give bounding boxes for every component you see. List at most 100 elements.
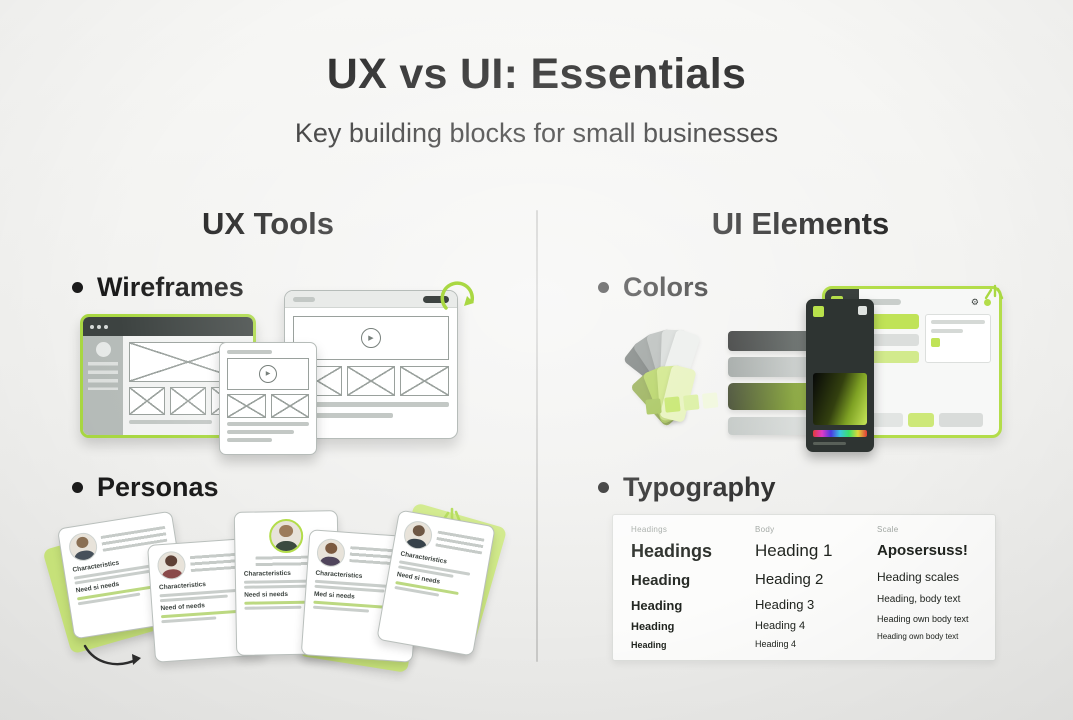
color-picker-panel <box>806 299 874 452</box>
bullet-wireframes: Wireframes <box>72 272 244 303</box>
type-sample: Heading <box>631 572 691 589</box>
image-placeholder <box>170 387 206 415</box>
wireframe-content: ▶ <box>285 308 457 426</box>
column-divider <box>536 210 538 662</box>
hue-strip <box>813 430 867 437</box>
bullet-colors-label: Colors <box>623 272 709 302</box>
mockup-card <box>925 314 991 363</box>
type-sample: Heading 4 <box>755 620 806 632</box>
image-placeholder <box>227 394 266 418</box>
bullet-typography-label: Typography <box>623 472 776 502</box>
gray-block <box>867 334 919 346</box>
column-label: Headings <box>631 525 668 534</box>
type-sample: Heading <box>631 621 675 633</box>
bullet-dot <box>598 482 609 493</box>
type-sample: Heading 2 <box>755 571 824 588</box>
placeholder-line <box>129 420 212 424</box>
placeholder-row <box>227 394 309 418</box>
placeholder-lines <box>88 362 118 390</box>
placeholder-line <box>293 296 315 302</box>
placeholder-line <box>227 422 309 426</box>
type-sample: Heading 4 <box>755 639 797 649</box>
type-sample: Heading 1 <box>755 541 833 560</box>
gradient-bar-light <box>728 417 822 435</box>
wireframe-card-mobile: ▶ <box>219 342 317 455</box>
ui-elements-heading: UI Elements <box>711 206 890 241</box>
persona-avatar <box>401 518 435 552</box>
accent-block <box>867 351 919 363</box>
image-placeholder <box>129 387 165 415</box>
video-placeholder: ▶ <box>227 358 309 390</box>
accent-dot <box>984 298 991 306</box>
type-sample: Heading own body text <box>877 614 969 624</box>
placeholder-line <box>931 329 964 333</box>
typography-column-body: Body Heading 1 Heading 2 Heading 3 Headi… <box>755 525 833 649</box>
type-sample: Heading scales <box>877 570 960 584</box>
persona-avatar <box>67 530 100 563</box>
persona-avatar <box>156 550 187 581</box>
play-icon: ▶ <box>259 365 277 383</box>
persona-name-lines <box>435 530 485 555</box>
browser-titlebar <box>83 317 253 336</box>
type-sample: Heading 3 <box>755 597 815 612</box>
placeholder-line <box>227 430 295 434</box>
placeholder-line <box>293 413 393 418</box>
placeholder-line <box>312 605 370 613</box>
search-pill <box>867 299 901 305</box>
light-square <box>858 306 867 315</box>
type-sample: Heading <box>631 598 683 613</box>
placeholder-line <box>244 584 313 589</box>
gradient-picker-square <box>813 373 867 425</box>
type-sample: Headings <box>631 541 713 561</box>
typography-panel: Headings Headings Heading Heading Headin… <box>612 514 996 661</box>
bullet-personas-label: Personas <box>97 472 219 502</box>
ux-tools-heading: UX Tools <box>201 206 335 241</box>
gradient-bar-gray <box>728 357 822 377</box>
type-sample: Heading own body text <box>877 632 959 641</box>
placeholder-line <box>931 320 985 324</box>
gray-block <box>939 413 983 427</box>
accent-block <box>908 413 934 427</box>
typography-column-headings: Headings Headings Heading Heading Headin… <box>631 525 712 650</box>
placeholder-line <box>227 438 273 442</box>
gear-icon: ⚙ <box>970 297 979 307</box>
picker-header <box>813 306 867 317</box>
bullet-typography: Typography <box>598 472 776 503</box>
placeholder-line <box>293 402 449 407</box>
mockup-topbar: ⚙ <box>867 297 991 307</box>
page-subtitle: Key building blocks for small businesses <box>294 118 779 148</box>
accent-square <box>931 338 940 347</box>
gray-block <box>867 413 903 427</box>
typography-column-scale: Scale Aposersuss! Heading scales Heading… <box>877 525 969 641</box>
avatar-placeholder <box>95 342 111 357</box>
wireframe-sidebar <box>83 336 123 435</box>
bullet-personas: Personas <box>72 472 219 503</box>
mockup-left-column <box>867 314 919 363</box>
bullet-wireframes-label: Wireframes <box>97 272 244 302</box>
image-placeholder <box>400 366 450 396</box>
mockup-bottom-row <box>867 413 991 427</box>
persona-avatar <box>315 537 346 568</box>
accent-block <box>867 314 919 329</box>
column-label: Scale <box>877 525 899 534</box>
play-icon: ▶ <box>361 328 381 348</box>
placeholder-line <box>161 616 216 624</box>
mockup-content: ⚙ <box>859 289 999 435</box>
image-placeholder <box>346 366 396 396</box>
type-sample: Heading, body text <box>877 594 961 605</box>
handdrawn-arrow-icon <box>83 644 141 666</box>
image-placeholder <box>270 394 309 418</box>
placeholder-line <box>813 442 847 445</box>
bullet-dot <box>72 482 83 493</box>
video-placeholder: ▶ <box>293 316 449 360</box>
placeholder-line <box>244 605 302 610</box>
mockup-grid <box>867 314 991 363</box>
persona-card: Characteristics Need si needs <box>376 509 496 657</box>
sparkle-icon <box>984 284 1004 300</box>
bullet-colors: Colors <box>598 272 709 303</box>
menu-pill <box>423 295 449 303</box>
browser-titlebar <box>285 291 457 308</box>
persona-avatar <box>268 518 304 554</box>
bullet-dot <box>598 282 609 293</box>
